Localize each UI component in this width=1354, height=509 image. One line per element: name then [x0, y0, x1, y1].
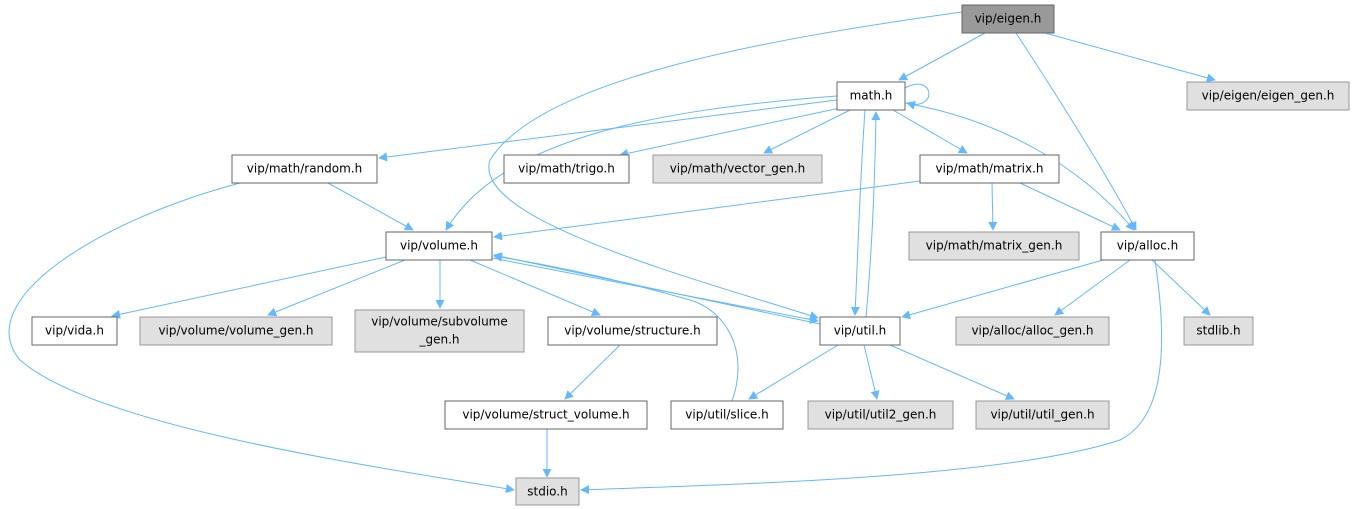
edge-util-util-gen: [889, 344, 1015, 400]
node-volume[interactable]: vip/volume.h: [385, 231, 493, 261]
node-vida[interactable]: vip/vida.h: [31, 316, 118, 346]
node-label: vip/util/slice.h: [685, 408, 768, 422]
node-stdlib: stdlib.h: [1183, 316, 1254, 346]
node-stdio: stdio.h: [515, 477, 580, 506]
node-label: vip/volume.h: [400, 239, 478, 253]
edge-structure-struct-volume: [564, 344, 621, 400]
edge-matrix-alloc: [1019, 182, 1121, 231]
node-label: vip/volume/structure.h: [564, 324, 700, 338]
edge-slice-volume: [493, 252, 739, 402]
node-math[interactable]: math.h: [836, 81, 906, 111]
node-label: vip/math/random.h: [247, 162, 362, 176]
edge-matrix-volume: [493, 180, 921, 241]
edge-util-util2-gen: [863, 344, 880, 400]
node-label: vip/vida.h: [45, 324, 104, 338]
node-util2-gen: vip/util/util2_gen.h: [807, 400, 954, 430]
node-slice[interactable]: vip/util/slice.h: [670, 400, 784, 430]
node-label: vip/volume/struct_volume.h: [462, 408, 629, 422]
node-label: vip/math/vector_gen.h: [670, 162, 806, 176]
node-label: vip/math/matrix.h: [935, 162, 1043, 176]
edge-volume-structure: [469, 259, 601, 316]
edge-random-stdio: [8, 182, 515, 494]
node-label: stdlib.h: [1196, 324, 1240, 338]
edge-math-util: [850, 109, 866, 316]
edge-alloc-util: [901, 259, 1104, 320]
edges: [8, 11, 1216, 495]
edge-volume-vida: [111, 256, 387, 319]
node-label: vip/util.h: [834, 324, 887, 338]
node-volume-gen: vip/volume/volume_gen.h: [139, 316, 333, 346]
nodes: vip/eigen.h vip/eigen/eigen_gen.h math.h…: [31, 4, 1350, 506]
node-label: vip/alloc.h: [1117, 239, 1178, 253]
node-label: vip/eigen/eigen_gen.h: [1202, 89, 1335, 103]
edge-alloc-alloc-gen: [1054, 259, 1131, 316]
edge-eigen-math: [898, 32, 986, 81]
edge-alloc-stdio: [580, 259, 1163, 495]
node-label: math.h: [850, 89, 893, 103]
edge-math-trigo: [619, 107, 841, 158]
edge-volume-volume-gen: [267, 259, 406, 317]
node-struct-volume[interactable]: vip/volume/struct_volume.h: [444, 400, 648, 430]
node-structure[interactable]: vip/volume/structure.h: [547, 316, 718, 346]
edge-math-vector-gen: [763, 109, 851, 154]
node-label: vip/volume/volume_gen.h: [158, 324, 313, 338]
edge-alloc-stdlib: [1151, 259, 1211, 316]
node-alloc-gen: vip/alloc/alloc_gen.h: [955, 316, 1110, 346]
node-vector-gen: vip/math/vector_gen.h: [652, 154, 823, 184]
edge-math-matrix: [892, 109, 968, 154]
edge-math-alloc: [904, 102, 1135, 231]
node-matrix[interactable]: vip/math/matrix.h: [919, 154, 1060, 184]
node-label: vip/eigen.h: [975, 12, 1042, 26]
edge-math-random: [378, 99, 838, 162]
node-label-line-1: vip/volume/subvolume: [371, 315, 508, 329]
edge-matrix-matrix-gen: [988, 182, 998, 231]
node-util-gen: vip/util/util_gen.h: [975, 400, 1110, 430]
node-label: vip/util/util2_gen.h: [825, 408, 937, 422]
edge-eigen-util: [488, 11, 963, 320]
node-label-line-2: _gen.h: [418, 333, 459, 347]
edge-util-volume: [493, 252, 821, 325]
node-label: vip/util/util_gen.h: [990, 408, 1094, 422]
node-label: vip/alloc/alloc_gen.h: [971, 324, 1093, 338]
node-label: stdio.h: [527, 485, 567, 499]
edge-eigen-eigen-gen: [1044, 32, 1216, 83]
node-matrix-gen: vip/math/matrix_gen.h: [908, 231, 1080, 261]
node-eigen[interactable]: vip/eigen.h: [961, 4, 1055, 34]
edge-util-slice: [748, 344, 839, 400]
edge-util-math: [865, 111, 881, 318]
node-alloc[interactable]: vip/alloc.h: [1100, 231, 1195, 261]
node-subvolume-gen: vip/volume/subvolume _gen.h: [354, 309, 525, 353]
node-label: vip/math/matrix_gen.h: [926, 239, 1063, 253]
node-label: vip/math/trigo.h: [518, 162, 615, 176]
edge-eigen-alloc: [1015, 32, 1137, 231]
node-random[interactable]: vip/math/random.h: [231, 154, 378, 184]
edge-math-volume: [445, 95, 838, 231]
edge-random-volume: [327, 182, 414, 231]
node-trigo[interactable]: vip/math/trigo.h: [503, 154, 630, 184]
node-eigen-gen: vip/eigen/eigen_gen.h: [1186, 81, 1350, 111]
node-util[interactable]: vip/util.h: [819, 316, 901, 346]
edge-math-self: [904, 83, 930, 110]
